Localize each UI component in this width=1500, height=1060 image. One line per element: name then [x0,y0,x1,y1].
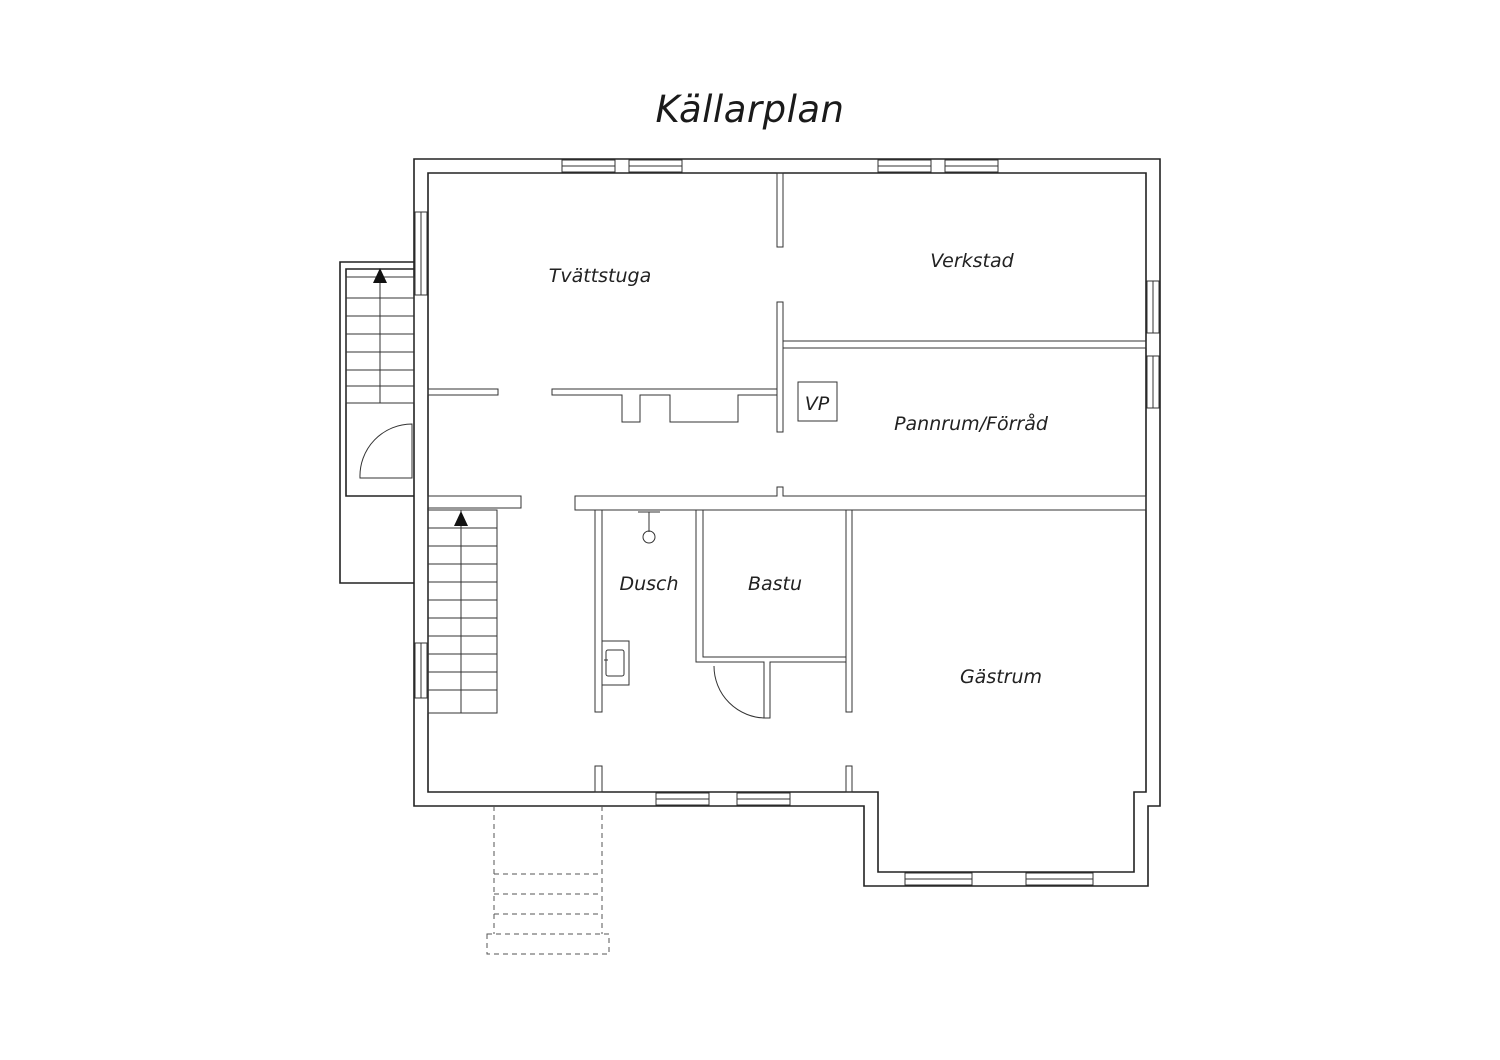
entrance-door[interactable] [359,423,413,479]
window [414,642,428,699]
window [628,159,683,173]
window [736,792,791,806]
interior-walls [427,172,1147,793]
stair-arrow-icon [373,268,387,283]
room-label-tvattstuga: Tvättstuga [549,265,652,287]
window [877,159,932,173]
room-label-pannrum: Pannrum/Förråd [894,412,1049,435]
entrance-stair-block [339,261,415,584]
window [904,872,973,886]
window [1146,355,1160,409]
windows [414,159,1160,886]
room-label-dusch: Dusch [619,573,678,595]
room-label-gastrum: Gästrum [960,666,1042,688]
window [561,159,616,173]
stair-arrow-icon [454,511,468,526]
room-label-bastu: Bastu [748,573,802,595]
plan-title: Källarplan [655,88,845,131]
outer-walls [413,158,1161,887]
window [1025,872,1094,886]
room-label-vp: VP [805,393,830,415]
shower-head-icon [638,511,660,544]
bastu-door[interactable] [713,665,767,719]
window [414,211,428,296]
sink-icon [601,640,630,686]
interior-stair [427,509,498,714]
fixtures [601,381,838,686]
window [1146,280,1160,334]
window [655,792,710,806]
window [944,159,999,173]
outdoor-steps [486,806,610,955]
heat-pump-box [797,381,838,422]
room-label-verkstad: Verkstad [930,250,1014,272]
